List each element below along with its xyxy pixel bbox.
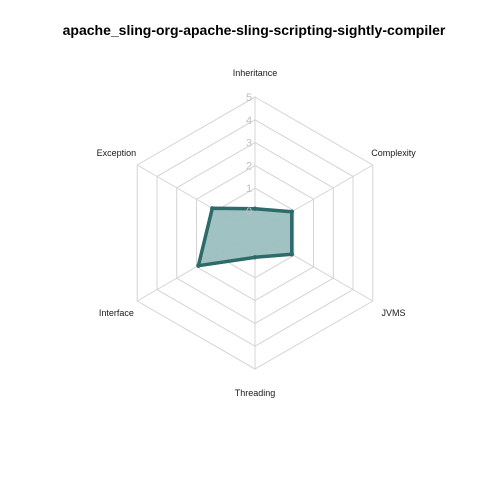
chart-title: apache_sling-org-apache-sling-scripting-… [63, 22, 446, 38]
data-point-threading [252, 255, 258, 260]
data-point-inheritance [252, 206, 258, 211]
data-point-jvms [289, 252, 295, 257]
tick-label-1: 1 [246, 183, 252, 195]
radar-series [196, 206, 295, 268]
radial-tick-labels: 0 1 2 3 4 5 [246, 92, 252, 218]
data-point-exception [210, 206, 215, 211]
axis-label-exception: Exception [97, 148, 137, 158]
axis-label-threading: Threading [235, 388, 276, 398]
data-point-complexity [289, 209, 295, 214]
data-point-interface [196, 263, 201, 268]
tick-label-3: 3 [246, 138, 252, 150]
axis-label-jvms: JVMS [382, 308, 406, 318]
tick-label-5: 5 [246, 92, 252, 104]
tick-label-0: 0 [246, 206, 252, 218]
axis-label-complexity: Complexity [371, 148, 416, 158]
axis-label-inheritance: Inheritance [233, 68, 278, 78]
axis-label-interface: Interface [99, 308, 134, 318]
tick-label-4: 4 [246, 115, 252, 127]
tick-label-2: 2 [246, 160, 252, 172]
